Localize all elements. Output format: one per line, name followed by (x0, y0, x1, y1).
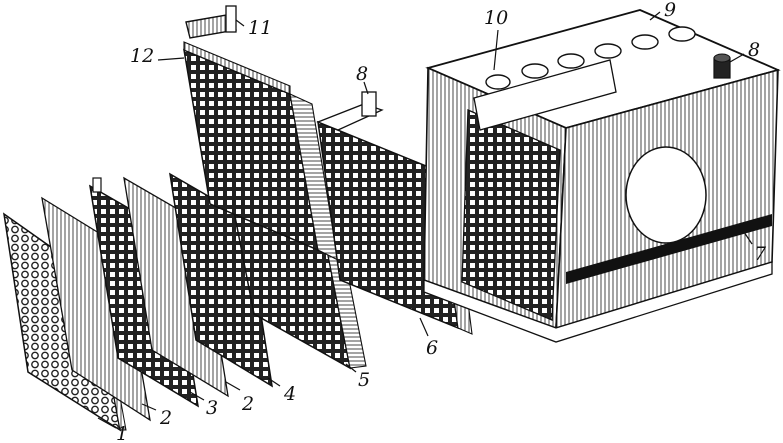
callout-8a: 8 (356, 63, 368, 85)
leader-lines (97, 11, 753, 429)
callout-6: 6 (426, 337, 438, 359)
callout-2b: 2 (241, 393, 254, 415)
callout-3: 3 (206, 397, 218, 419)
callout-2a: 2 (159, 407, 172, 429)
battery-case (423, 9, 781, 343)
callout-11: 11 (248, 17, 272, 39)
callout-1: 1 (116, 423, 128, 443)
callout-4: 4 (283, 383, 296, 405)
callout-9: 9 (664, 0, 676, 21)
callout-labels: 1 2 2 3 4 5 6 7 8 8 9 10 11 12 (116, 0, 767, 443)
bridge-strap-11 (185, 5, 237, 39)
separator-sheet-2a (41, 196, 151, 422)
callout-8b: 8 (748, 39, 760, 61)
callout-10: 10 (484, 7, 508, 29)
callout-5: 5 (358, 369, 370, 391)
callout-12: 12 (130, 45, 154, 67)
callout-7: 7 (754, 243, 767, 265)
plate-block-12 (183, 41, 339, 261)
